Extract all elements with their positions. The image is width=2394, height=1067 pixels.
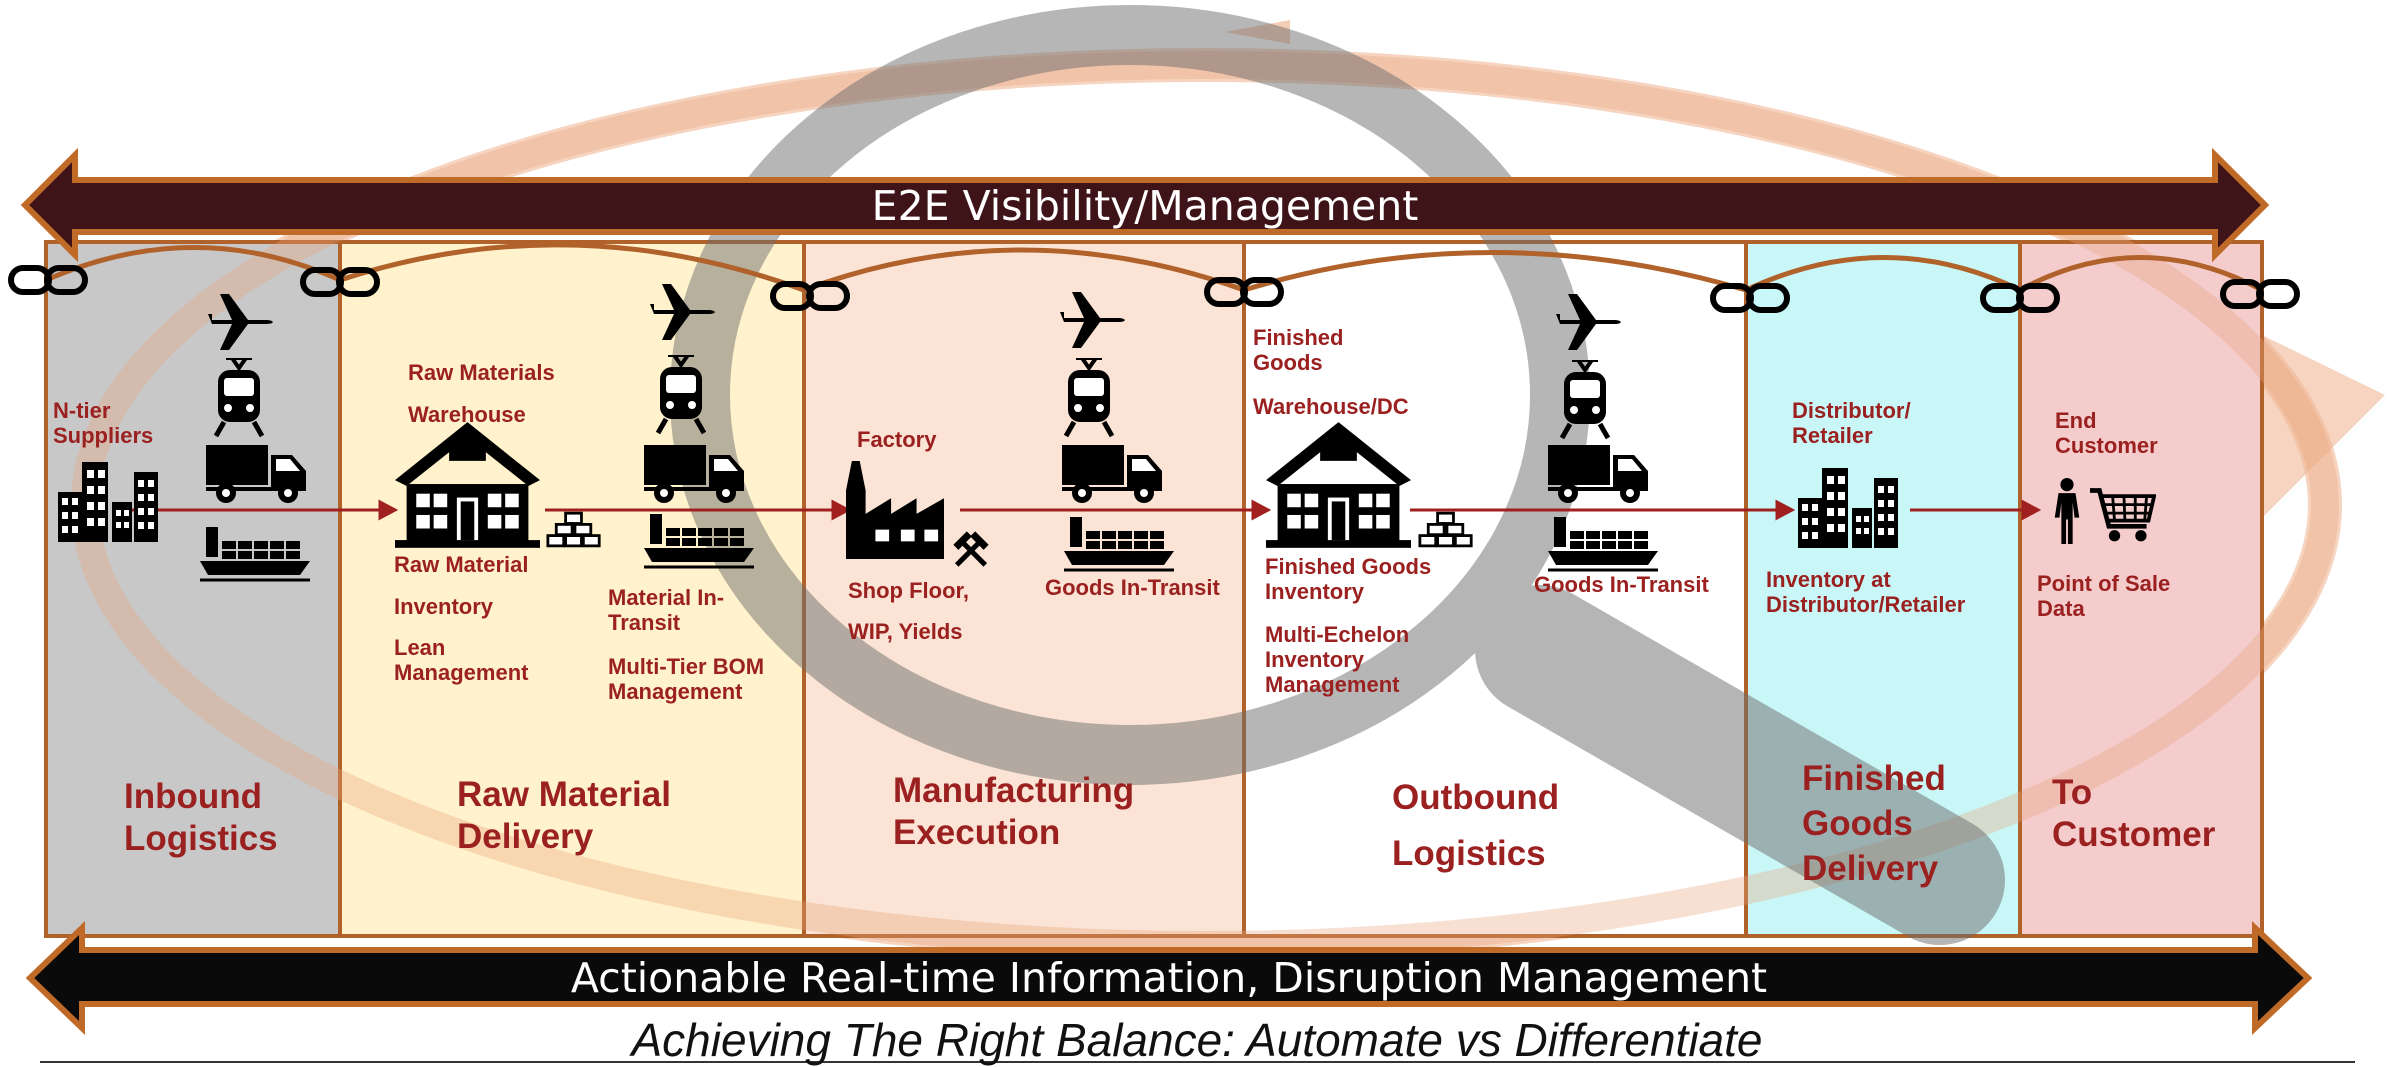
label-n-tier-suppliers: N-tier Suppliers	[53, 398, 154, 448]
label-point-of-sale: Point of Sale Data	[2037, 571, 2171, 621]
flow-arrow	[115, 499, 2042, 521]
label-warehouse: Warehouse	[408, 402, 526, 427]
panel-inbound	[44, 240, 342, 938]
top-banner-label: E2E Visibility/Management	[871, 182, 1419, 230]
label-material-in-transit: Material In- Transit	[608, 585, 725, 635]
label-inventory-at-distributor: Inventory at Distributor/Retailer	[1766, 567, 1966, 617]
label-wip-yields: WIP, Yields	[848, 619, 963, 644]
panel-to-customer	[2018, 240, 2264, 938]
label-finished-goods-inventory: Finished Goods Inventory	[1265, 554, 1432, 604]
label-factory: Factory	[857, 427, 937, 452]
label-inventory: Inventory	[394, 594, 494, 619]
label-finished-goods: Finished Goods	[1253, 325, 1344, 375]
label-distributor-retailer: Distributor/ Retailer	[1792, 398, 1911, 448]
connector-arcs	[45, 242, 2264, 293]
footer-caption: Achieving The Right Balance: Automate vs…	[631, 1014, 1763, 1066]
label-goods-in-transit-1: Goods In-Transit	[1045, 575, 1220, 600]
label-multi-echelon: Multi-Echelon Inventory Management	[1265, 622, 1410, 697]
label-end-customer: End Customer	[2055, 408, 2158, 458]
bottom-banner-arrow	[25, 920, 2313, 1036]
bottom-banner-label: Actionable Real-time Information, Disrup…	[570, 954, 1768, 1002]
label-multi-tier-bom: Multi-Tier BOM Management	[608, 654, 765, 704]
label-lean-management: Lean Management	[394, 635, 529, 685]
label-goods-in-transit-2: Goods In-Transit	[1534, 572, 1709, 597]
top-banner-arrow	[20, 147, 2270, 263]
segment-panels	[44, 240, 2264, 938]
label-raw-materials: Raw Materials	[408, 360, 555, 385]
label-warehouse-dc: Warehouse/DC	[1253, 394, 1409, 419]
panel-manufacturing	[802, 240, 1246, 938]
label-raw-material-inventory: Raw Material	[394, 552, 529, 577]
label-shop-floor: Shop Floor,	[848, 578, 969, 603]
